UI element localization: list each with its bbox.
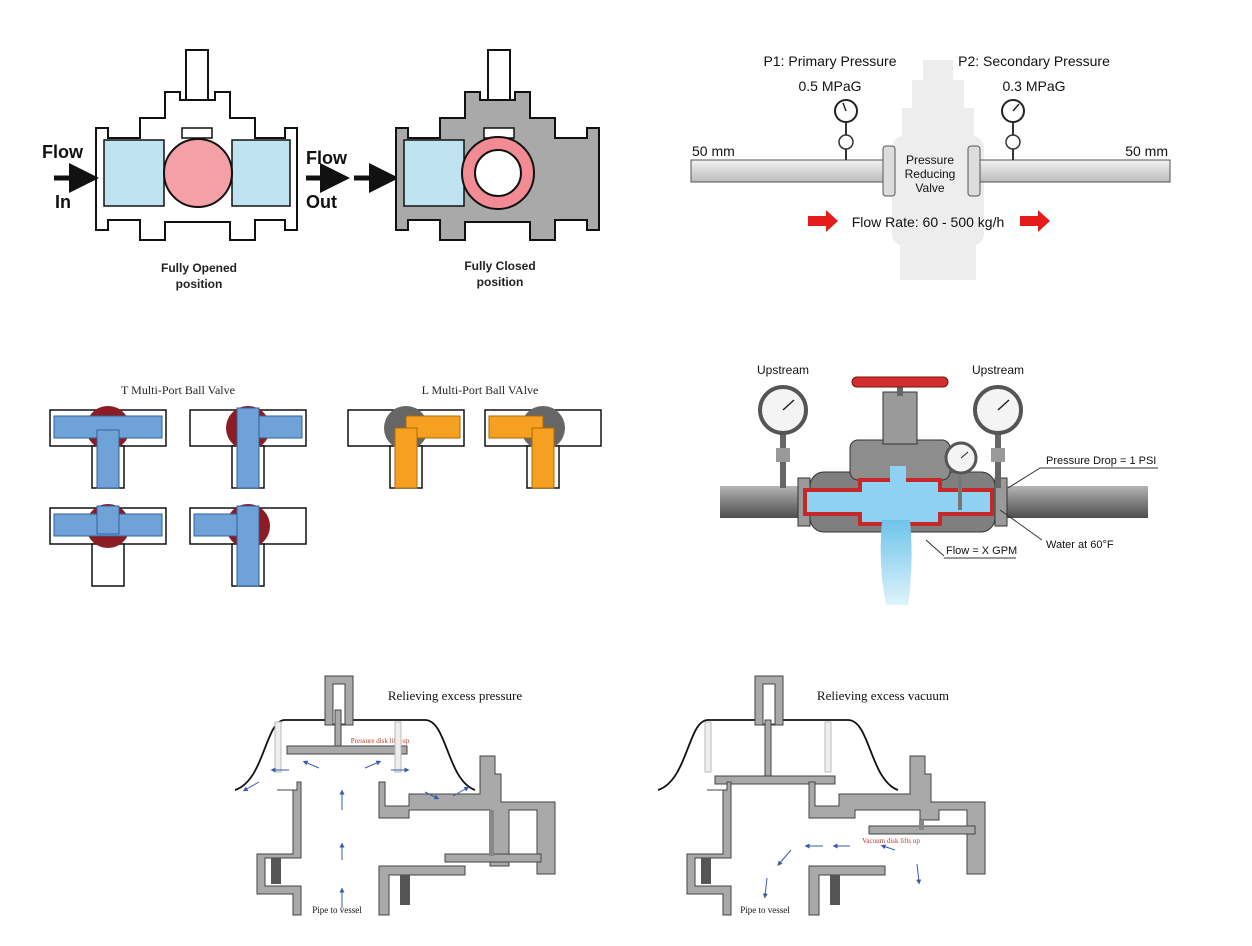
bolt-icon [271, 858, 281, 884]
bolt-icon [830, 875, 840, 905]
p1-value: 0.5 MPaG [798, 78, 861, 94]
prv-flange-right [967, 145, 981, 197]
p2-value: 0.3 MPaG [1002, 78, 1065, 94]
prv-valve-label-1: Pressure [906, 153, 954, 167]
p2-label: P2: Secondary Pressure [958, 53, 1110, 69]
prv-valve-body [892, 60, 984, 280]
upstream-right-gauge-icon [973, 385, 1023, 488]
closed-caption-1: Fully Closed [464, 259, 535, 273]
opened-caption-1: Fully Opened [161, 261, 237, 275]
ball-valve-diagram: Flow In Flow Out Fully Opened position F… [42, 49, 600, 291]
prv-flow-arrow-right [1020, 210, 1050, 232]
pressure-drop-label: Pressure Drop = 1 PSI [1046, 455, 1156, 467]
pressure-pipe-label: Pipe to vessel [312, 905, 362, 915]
t-valve-1 [49, 406, 167, 489]
pressure-disk [286, 745, 408, 755]
globe-valve-diagram: Upstream Upstream Pressure Drop = 1 PSI … [720, 363, 1158, 605]
prv-flow-arrow-left [808, 210, 838, 232]
l-valve-2 [484, 406, 602, 489]
water-temp-label: Water at 60°F [1046, 539, 1114, 551]
p2-gauge-icon [1001, 99, 1025, 160]
t-valve-2 [189, 406, 307, 489]
prv-right-size: 50 mm [1125, 143, 1168, 159]
flow-in-label-1: Flow [42, 142, 84, 162]
upstream-left-label: Upstream [757, 363, 809, 377]
prv-valve-label-3: Valve [915, 181, 944, 195]
open-ball [163, 138, 233, 208]
t-valve-3 [49, 504, 167, 587]
open-valve-body [95, 49, 298, 241]
prv-inlet-pipe [690, 159, 888, 183]
prv-flow-rate: Flow Rate: 60 - 500 kg/h [852, 214, 1005, 230]
flow-in-label-2: In [55, 192, 71, 212]
opened-caption-2: position [176, 277, 223, 291]
l-multiport-title: L Multi-Port Ball VAlve [422, 383, 539, 397]
p1-gauge-icon [834, 99, 858, 160]
pressure-relief-diagram: Relieving excess pressure Pressure disk … [234, 675, 556, 916]
vacuum-relief-title: Relieving excess vacuum [817, 688, 949, 703]
vacuum-relief-diagram: Relieving excess vacuum Vacuum disk lift… [657, 675, 986, 916]
prv-flange-left [882, 145, 896, 197]
internal-flow-path [803, 478, 994, 526]
vacuum-pipe-label: Pipe to vessel [740, 905, 790, 915]
pressure-reducing-valve-diagram: Pressure Reducing Valve P1: Primary Pres… [690, 53, 1171, 280]
pressure-disk-closed [714, 775, 836, 785]
flow-gpm-label: Flow = X GPM [946, 545, 1017, 557]
pressure-relief-title: Relieving excess pressure [388, 688, 523, 703]
pressure-disk-label: Pressure disk lifts up [351, 737, 410, 745]
pressure-hood [234, 719, 476, 791]
flow-out-label-2: Out [306, 192, 337, 212]
l-valve-1 [347, 406, 465, 489]
upstream-left-gauge-icon [758, 385, 808, 488]
t-valve-4 [189, 504, 307, 587]
prv-left-size: 50 mm [692, 143, 735, 159]
flow-out-label-1: Flow [306, 148, 348, 168]
downstream-gauge-icon [944, 441, 978, 510]
p1-label: P1: Primary Pressure [763, 53, 896, 69]
prv-valve-label-2: Reducing [905, 167, 956, 181]
multiport-ball-valve-diagram: T Multi-Port Ball Valve L Multi-Port Bal… [49, 383, 602, 587]
bolt-icon [400, 875, 410, 905]
closed-caption-2: position [477, 275, 524, 289]
closed-valve-body [395, 49, 600, 241]
handwheel-icon[interactable] [851, 376, 949, 388]
vacuum-disk-label: Vacuum disk lifts up [862, 837, 920, 845]
upstream-right-label: Upstream [972, 363, 1024, 377]
bolt-icon [701, 858, 711, 884]
t-multiport-title: T Multi-Port Ball Valve [121, 383, 235, 397]
water-stream [880, 520, 912, 605]
prv-outlet-pipe [975, 159, 1171, 183]
